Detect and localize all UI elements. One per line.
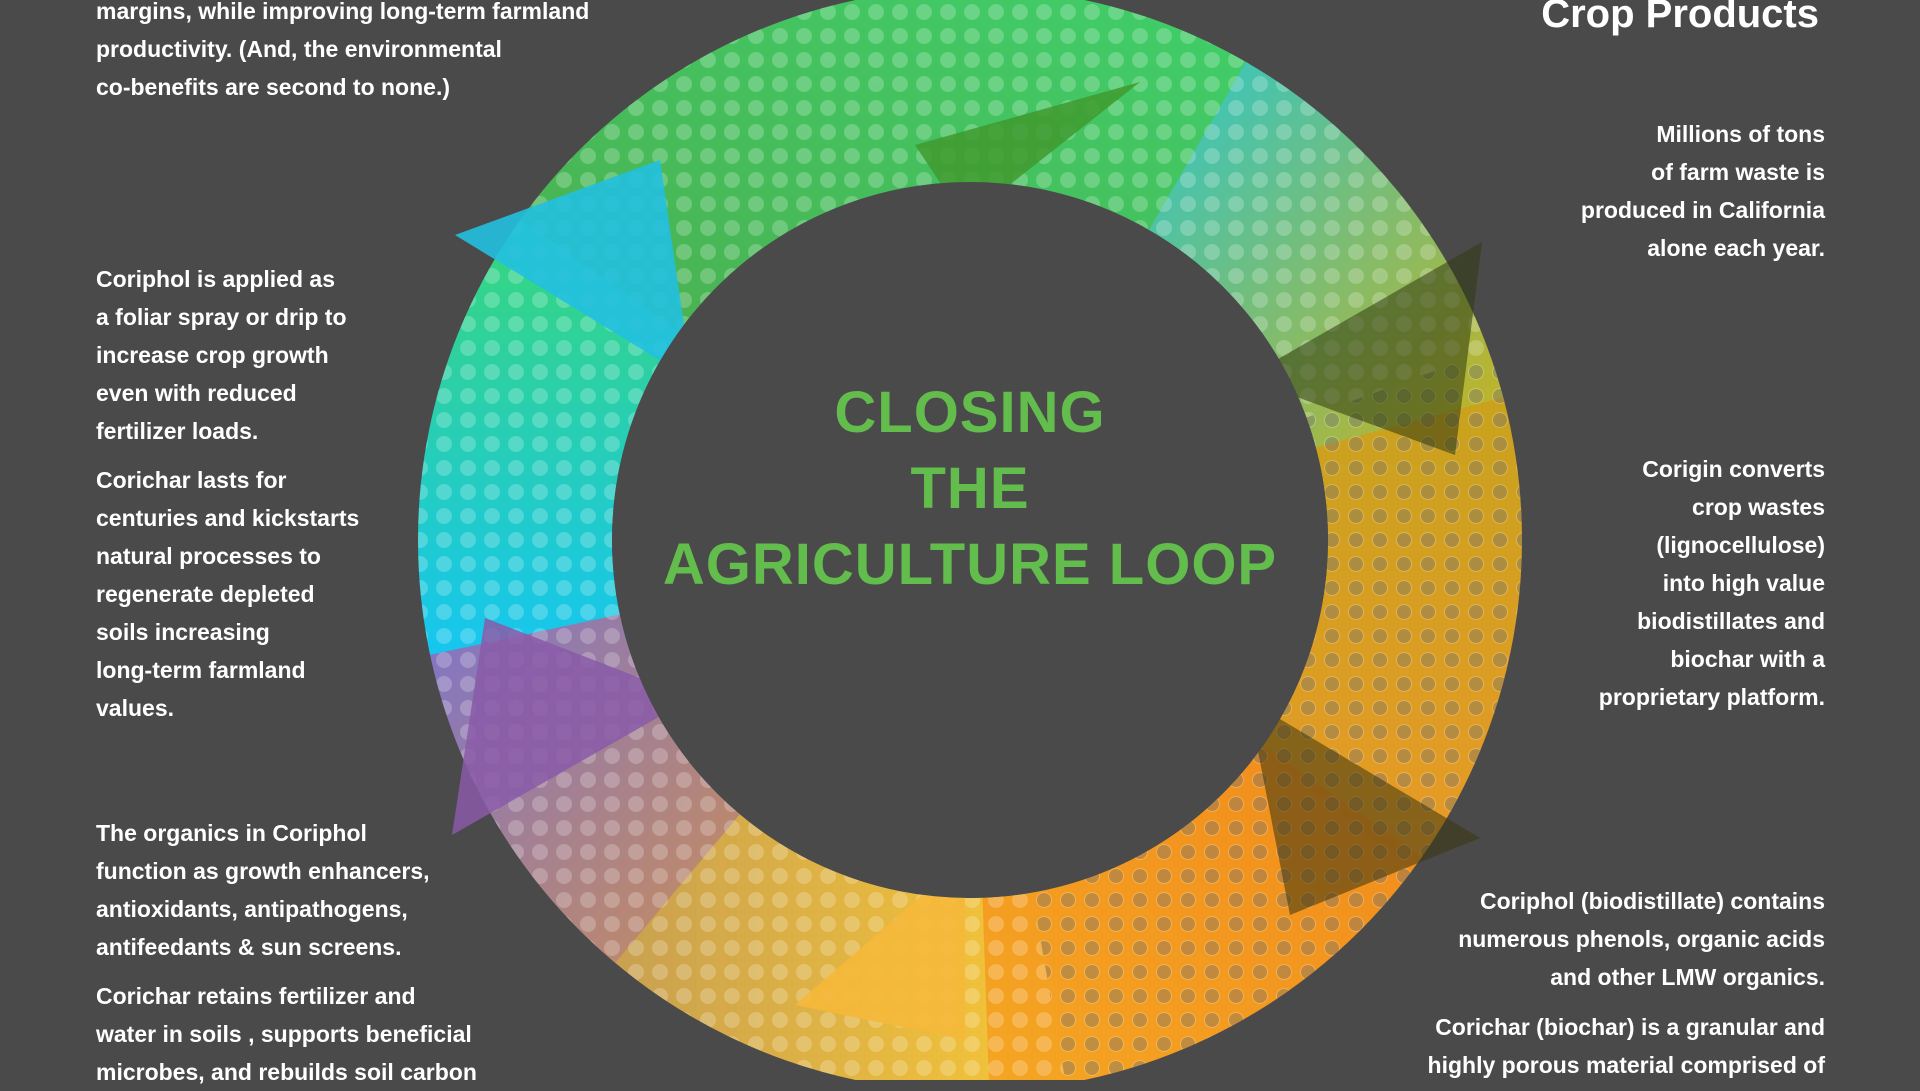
text-line: produced in California xyxy=(1580,197,1825,223)
text-line: alone each year. xyxy=(1647,235,1825,261)
left-text-block-4: The organics in Coriphol function as gro… xyxy=(96,814,476,966)
text-line: a foliar spray or drip to xyxy=(96,304,347,330)
center-title-line-2: THE xyxy=(910,456,1030,521)
ring-halftone-shadow xyxy=(1032,351,1522,1080)
text-line: Millions of tons xyxy=(1656,121,1825,147)
left-text-block-3: Corichar lasts for centuries and kicksta… xyxy=(96,461,386,727)
text-line: antifeedants & sun screens. xyxy=(96,934,402,960)
text-line: highly porous material comprised of xyxy=(1427,1052,1825,1078)
text-line: biodistillates and xyxy=(1637,608,1825,634)
ring-inner-hole xyxy=(612,182,1328,898)
right-text-block-3: Coriphol (biodistillate) contains numero… xyxy=(1458,882,1825,996)
text-line: proprietary platform. xyxy=(1598,684,1825,710)
center-title-line-1: CLOSING xyxy=(834,380,1106,445)
text-line: fertilizer loads. xyxy=(96,418,259,444)
text-line: values. xyxy=(96,695,174,721)
text-line: soils increasing xyxy=(96,619,270,645)
text-line: long-term farmland xyxy=(96,657,306,683)
text-line: Corichar retains fertilizer and xyxy=(96,983,416,1009)
arrow-head-right xyxy=(1248,700,1480,915)
right-text-block-4: Corichar (biochar) is a granular and hig… xyxy=(1428,1008,1825,1084)
text-line: (lignocellulose) xyxy=(1656,532,1825,558)
right-text-block-1: Millions of tons of farm waste is produc… xyxy=(1581,115,1825,267)
text-line: Coriphol is applied as xyxy=(96,266,335,292)
text-line: Coriphol (biodistillate) contains xyxy=(1480,888,1825,914)
left-text-block-5: Corichar retains fertilizer and water in… xyxy=(96,977,516,1091)
arrow-head-left xyxy=(455,160,692,380)
arrow-head-upper-right xyxy=(1245,242,1482,455)
text-line: numerous phenols, organic acids xyxy=(1458,926,1825,952)
text-line: even with reduced xyxy=(96,380,297,406)
text-line: The organics in Coriphol xyxy=(96,820,367,846)
text-line: centuries and kickstarts xyxy=(96,505,360,531)
text-line: into high value xyxy=(1662,570,1825,596)
text-line: biochar with a xyxy=(1670,646,1825,672)
center-title: CLOSING THE AGRICULTURE LOOP xyxy=(630,375,1310,603)
text-line: and other LMW organics. xyxy=(1550,964,1825,990)
text-line: productivity. (And, the environmental xyxy=(96,36,502,62)
text-line: function as growth enhancers, xyxy=(96,858,430,884)
text-line: natural processes to xyxy=(96,543,321,569)
text-line: antioxidants, antipathogens, xyxy=(96,896,408,922)
text-line: increase crop growth xyxy=(96,342,329,368)
left-text-block-1: margins, while improving long-term farml… xyxy=(96,0,636,106)
text-line: water in soils , supports beneficial xyxy=(96,1021,472,1047)
left-text-block-2: Coriphol is applied as a foliar spray or… xyxy=(96,260,396,450)
text-line: of farm waste is xyxy=(1651,159,1825,185)
text-line: Corigin converts xyxy=(1642,456,1825,482)
text-line: regenerate depleted xyxy=(96,581,315,607)
text-line: microbes, and rebuilds soil carbon xyxy=(96,1059,477,1085)
text-line: margins, while improving long-term farml… xyxy=(96,0,590,24)
center-title-line-3: AGRICULTURE LOOP xyxy=(662,532,1278,597)
arrow-head-bottom xyxy=(795,858,965,1040)
text-line: crop wastes xyxy=(1692,494,1825,520)
right-text-block-2: Corigin converts crop wastes (lignocellu… xyxy=(1599,450,1825,716)
text-line: Corichar lasts for xyxy=(96,467,287,493)
arrow-head-lower-left xyxy=(452,618,692,835)
crop-products-heading: Crop Products xyxy=(1541,0,1819,36)
text-line: Corichar (biochar) is a granular and xyxy=(1435,1014,1825,1040)
text-line: co-benefits are second to none.) xyxy=(96,74,450,100)
